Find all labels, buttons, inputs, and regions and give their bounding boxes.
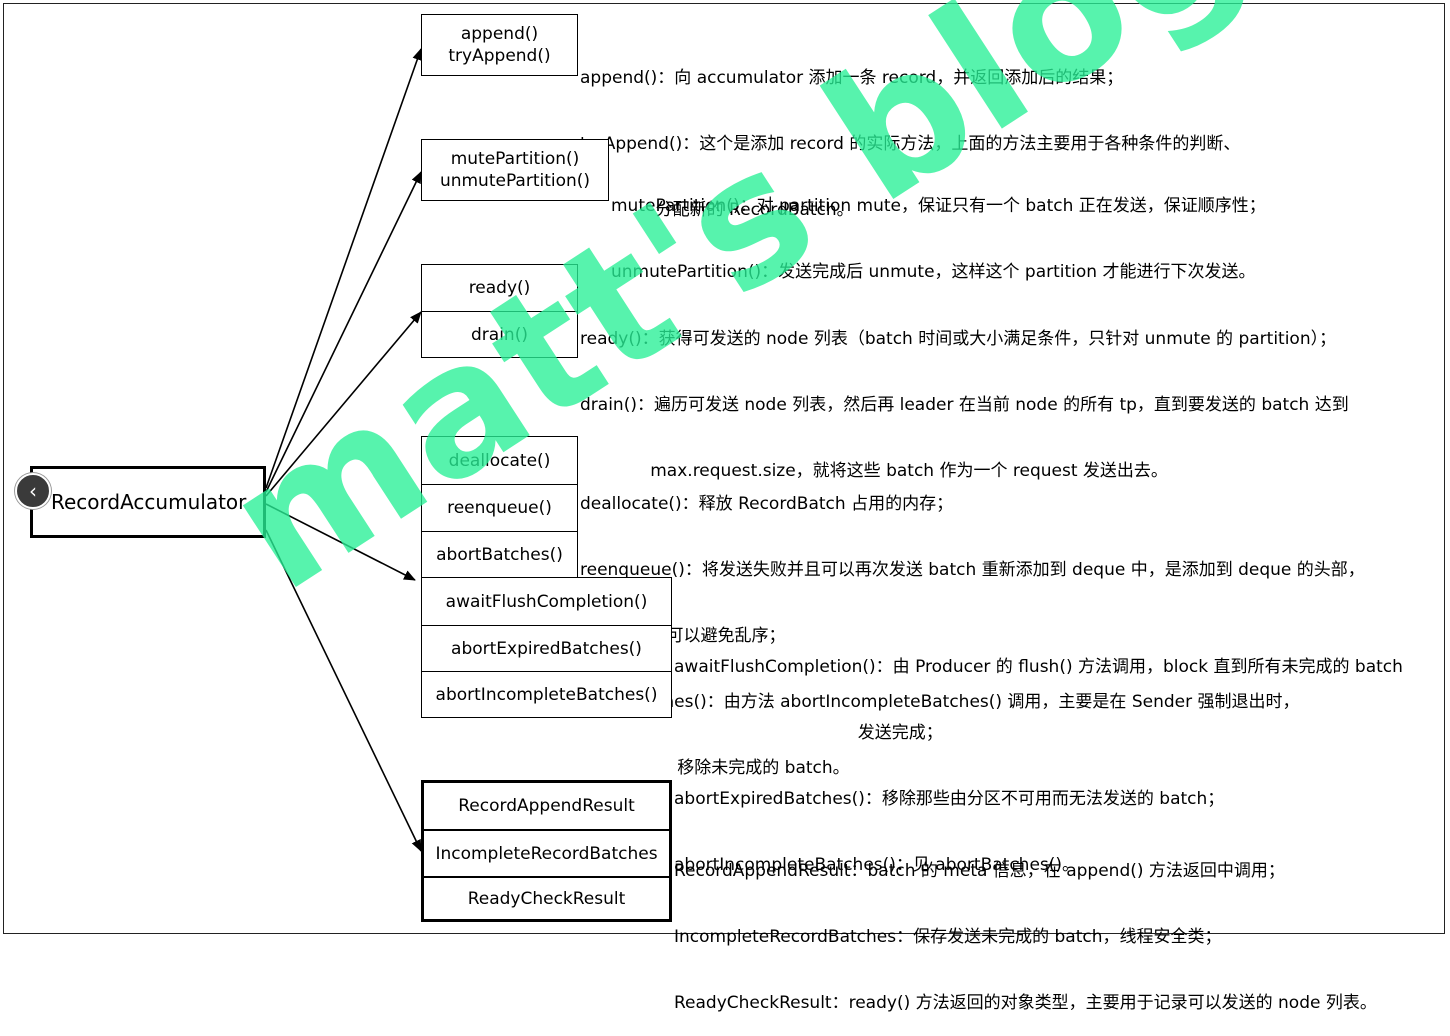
mute-description: mutePartition()：对 partition mute，保证只有一个 … <box>611 151 1266 305</box>
classes-box: RecordAppendResult IncompleteRecordBatch… <box>421 780 672 922</box>
arrow-to-append <box>265 48 423 489</box>
method-abortexpiredbatches: abortExpiredBatches() <box>422 625 671 671</box>
desc-line: unmutePartition()：发送完成后 unmute，这样这个 part… <box>611 262 1256 282</box>
desc-line: deallocate()：释放 RecordBatch 占用的内存； <box>580 494 954 514</box>
method-deallocate: deallocate() <box>448 450 551 471</box>
method-append: append() <box>460 24 539 44</box>
desc-line: ready()：获得可发送的 node 列表（batch 时间或大小满足条件，只… <box>580 329 1337 349</box>
class-readycheckresult: ReadyCheckResult <box>424 876 669 919</box>
method-unmutepartition: unmutePartition() <box>439 171 591 191</box>
ready-box: ready() drain() <box>421 264 578 358</box>
method-ready: ready() <box>468 278 531 298</box>
method-abortbatches: abortBatches() <box>422 531 577 578</box>
desc-line: RecordAppendResult：batch 的 meta 信息，在 app… <box>674 861 1285 881</box>
diagram-frame <box>3 3 1445 934</box>
desc-line: abortExpiredBatches()：移除那些由分区不可用而无法发送的 b… <box>674 789 1225 809</box>
classes-description: RecordAppendResult：batch 的 meta 信息，在 app… <box>674 816 1377 1036</box>
desc-line: awaitFlushCompletion()：由 Producer 的 flus… <box>674 657 1403 677</box>
desc-line: 分配新的 RecordBatch。 <box>580 200 854 220</box>
ready-description: ready()：获得可发送的 node 列表（batch 时间或大小满足条件，只… <box>580 284 1349 504</box>
dealloc-box: deallocate() reenqueue() abortBatches() <box>421 436 578 578</box>
desc-line: append()：向 accumulator 添加一条 record，并返回添加… <box>580 68 1124 88</box>
method-reenqueue: reenqueue() <box>422 484 577 531</box>
flush-description: awaitFlushCompletion()：由 Producer 的 flus… <box>674 612 1403 898</box>
chevron-left-icon[interactable]: ‹ <box>15 473 51 509</box>
desc-line: max.request.size，就将这些 batch 作为一个 request… <box>580 461 1168 481</box>
method-mutepartition: mutePartition() <box>450 149 580 169</box>
desc-line: 可以避免乱序； <box>580 626 786 646</box>
method-abortincompletebatches: abortIncompleteBatches() <box>422 671 671 717</box>
connector-arrows <box>265 48 423 852</box>
desc-line: 移除未完成的 batch。 <box>580 758 850 778</box>
append-box: append() tryAppend() <box>421 14 578 76</box>
arrow-to-classes <box>265 529 422 852</box>
desc-line: reenqueue()：将发送失败并且可以再次发送 batch 重新添加到 de… <box>580 560 1365 580</box>
desc-line: 发送完成； <box>674 723 943 743</box>
desc-line: ReadyCheckResult：ready() 方法返回的对象类型，主要用于记… <box>674 993 1377 1013</box>
method-drain: drain() <box>422 311 577 357</box>
arrow-to-mute <box>265 171 422 493</box>
method-awaitflushcompletion: awaitFlushCompletion() <box>445 591 648 612</box>
desc-line: drain()：遍历可发送 node 列表，然后再 leader 在当前 nod… <box>580 395 1349 415</box>
record-accumulator-node: RecordAccumulator <box>30 466 266 538</box>
method-tryappend: tryAppend() <box>448 46 551 66</box>
class-incompleterecordbatches: IncompleteRecordBatches <box>424 829 669 876</box>
append-description: append()：向 accumulator 添加一条 record，并返回添加… <box>580 23 1240 243</box>
arrow-to-ready <box>265 311 422 497</box>
root-label: RecordAccumulator <box>51 490 247 514</box>
arrow-to-dealloc <box>265 503 416 581</box>
desc-line: tryAppend()：这个是添加 record 的实际方法，上面的方法主要用于… <box>580 134 1241 154</box>
desc-line: abortIncompleteBatches()：见 abortBatches(… <box>674 855 1080 875</box>
desc-line: IncompleteRecordBatches：保存发送未完成的 batch，线… <box>674 927 1222 947</box>
mute-box: mutePartition() unmutePartition() <box>421 139 609 201</box>
flush-box: awaitFlushCompletion() abortExpiredBatch… <box>421 577 672 718</box>
class-recordappendresult: RecordAppendResult <box>458 796 635 816</box>
desc-line: mutePartition()：对 partition mute，保证只有一个 … <box>611 196 1266 216</box>
